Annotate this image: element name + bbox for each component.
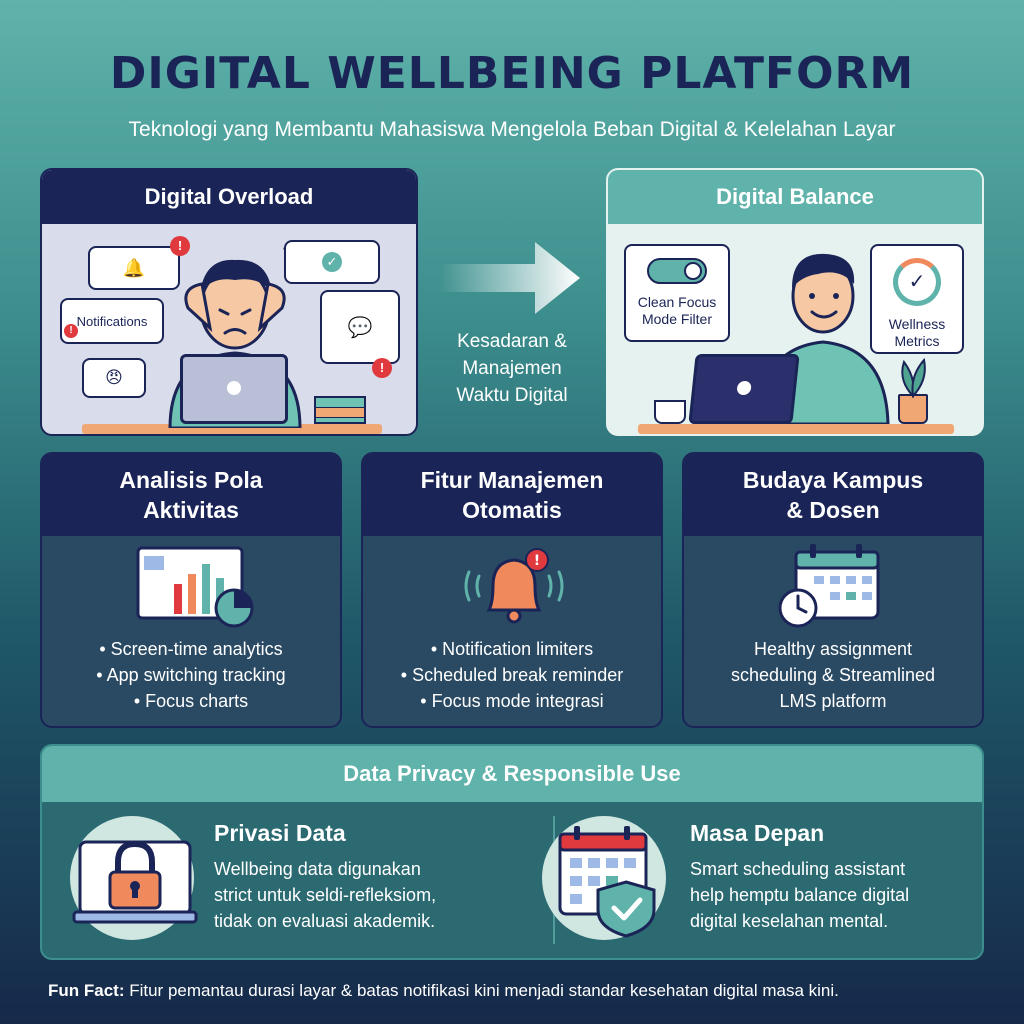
alert-icon: ! (64, 324, 78, 338)
focus-mode-label: Clean Focus (637, 294, 717, 310)
toggle-switch-icon (647, 258, 707, 284)
card-icon-area: ! (363, 536, 661, 630)
wellness-metrics-label: Metrics (894, 333, 940, 349)
card-campus-culture: Budaya Kampus & Dosen Healthy assignment… (682, 452, 984, 728)
card-title-line: Fitur Manajemen (420, 467, 604, 493)
privacy-title: Data Privacy & Responsible Use (42, 746, 982, 802)
card-title: Fitur Manajemen Otomatis (363, 454, 661, 536)
list-item: • Screen-time analytics (99, 639, 283, 659)
card-title-line: Aktivitas (143, 497, 239, 523)
text-line: strict untuk seldi-refleksiom, (214, 885, 437, 905)
bell-icon: 🔔 (122, 257, 146, 278)
chat-bubble: 💬 (320, 290, 400, 364)
plant-pot-icon (898, 394, 928, 424)
card-feature-list: • Notification limiters • Scheduled brea… (363, 630, 661, 714)
page-subtitle: Teknologi yang Membantu Mahasiswa Mengel… (128, 118, 896, 141)
plant-leaves-icon (901, 357, 926, 398)
digital-overload-panel: Digital Overload ? ? 🔔 Notifications (40, 168, 418, 436)
transition-line: Kesadaran & (457, 331, 567, 352)
card-activity-analysis: Analisis Pola Aktivitas • Screen-time an… (40, 452, 342, 728)
card-title-line: Analisis Pola (119, 467, 263, 493)
page-title: DIGITAL WELLBEING PLATFORM (109, 48, 915, 99)
card-title-line: & Dosen (786, 497, 880, 523)
notifications-bubble: Notifications (60, 298, 164, 344)
analytics-chart-icon (136, 546, 254, 628)
alert-icon: ! (170, 236, 190, 256)
card-title: Analisis Pola Aktivitas (42, 454, 340, 536)
card-title: Budaya Kampus & Dosen (684, 454, 982, 536)
card-icon-area (684, 536, 982, 630)
focus-mode-card: Clean Focus Mode Filter (624, 244, 730, 342)
check-bubble: ✓ (284, 240, 380, 284)
angry-emoji-icon: 😠 (105, 368, 123, 387)
list-item: scheduling & Streamlined (730, 665, 936, 685)
bell-bubble: 🔔 (88, 246, 180, 290)
focus-mode-label: Mode Filter (641, 311, 713, 327)
transition-line: Manajemen (462, 358, 562, 379)
fun-fact-text: Fitur pemantau durasi layar & batas noti… (124, 981, 839, 1000)
digital-overload-title: Digital Overload (42, 170, 416, 224)
chat-icon: 💬 (347, 316, 373, 339)
svg-text:!: ! (534, 553, 540, 569)
text-line: tidak on evaluasi akademik. (214, 911, 436, 931)
wellness-metrics-card: ✓ Wellness Metrics (870, 244, 964, 354)
privacy-panel: Data Privacy & Responsible Use Privasi D… (40, 744, 984, 960)
list-item: • Notification limiters (430, 639, 594, 659)
text-line: Wellbeing data digunakan (214, 859, 421, 879)
laptop-icon (180, 354, 288, 424)
list-item: • Focus charts (133, 691, 249, 711)
coffee-mug-icon (654, 400, 686, 424)
digital-balance-panel: Digital Balance Clean Focus Mode Filter … (606, 168, 984, 436)
future-text: Smart scheduling assistant help hemptu b… (690, 856, 909, 934)
balance-illustration: Clean Focus Mode Filter ✓ Wellness Metri… (608, 224, 982, 434)
list-item: • App switching tracking (96, 665, 286, 685)
gauge-check-icon: ✓ (893, 258, 941, 306)
future-title: Masa Depan (690, 820, 825, 846)
fun-fact: Fun Fact: Fitur pemantau durasi layar & … (48, 981, 988, 1001)
wellness-metrics-label: Wellness (888, 316, 946, 332)
calendar-shield-icon (558, 826, 656, 938)
overload-illustration: ? ? 🔔 Notifications 😠 ✓ 💬 ! ! ! (42, 224, 416, 434)
check-icon: ✓ (322, 252, 342, 272)
desk-surface (638, 424, 954, 434)
notifications-label: Notifications (76, 313, 148, 329)
privacy-data-text: Wellbeing data digunakan strict untuk se… (214, 856, 436, 934)
list-item: • Scheduled break reminder (400, 665, 624, 685)
privacy-data-title: Privasi Data (214, 820, 346, 846)
card-title-line: Budaya Kampus (742, 467, 924, 493)
list-item: LMS platform (779, 691, 887, 711)
transition-line: Waktu Digital (456, 385, 568, 406)
list-item: • Focus mode integrasi (420, 691, 604, 711)
books-icon (314, 396, 366, 424)
laptop-icon (688, 354, 800, 424)
text-line: help hemptu balance digital (690, 885, 910, 905)
alert-icon: ! (372, 358, 392, 378)
card-auto-management: Fitur Manajemen Otomatis ! • Notificatio… (361, 452, 663, 728)
text-line: Smart scheduling assistant (690, 859, 906, 879)
bell-alert-icon: ! (464, 548, 564, 624)
fun-fact-label: Fun Fact: (48, 981, 125, 1000)
card-feature-list: • Screen-time analytics • App switching … (42, 630, 340, 714)
digital-balance-title: Digital Balance (608, 170, 982, 224)
transition-caption: Kesadaran & Manajemen Waktu Digital (430, 328, 594, 409)
calendar-clock-icon (778, 544, 880, 628)
desk-surface (82, 424, 382, 434)
card-title-line: Otomatis (462, 497, 562, 523)
list-item: Healthy assignment (753, 639, 913, 659)
text-line: digital keselahan mental. (690, 911, 889, 931)
emoji-bubble: 😠 (82, 358, 146, 398)
card-feature-list: Healthy assignment scheduling & Streamli… (684, 630, 982, 714)
arrow-right-icon (440, 242, 580, 314)
card-icon-area (42, 536, 340, 630)
lock-icon (72, 840, 198, 924)
